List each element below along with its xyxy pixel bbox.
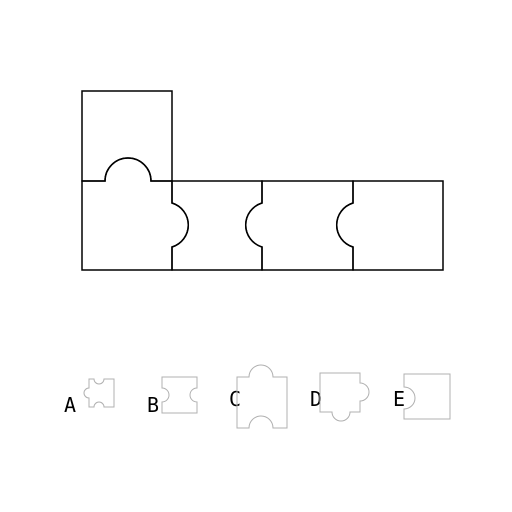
option-b-shape-icon xyxy=(161,376,198,414)
option-d[interactable]: D xyxy=(310,372,370,422)
option-a-shape-icon xyxy=(83,378,115,408)
puzzle-net xyxy=(81,90,444,271)
net-piece-top xyxy=(81,90,173,182)
net-piece-4 xyxy=(336,180,444,271)
net-piece-2 xyxy=(171,180,263,271)
option-b-label: B xyxy=(147,393,159,417)
option-a[interactable]: A xyxy=(64,378,115,417)
option-a-label: A xyxy=(64,393,76,417)
option-c-shape-icon xyxy=(236,364,288,429)
option-b[interactable]: B xyxy=(147,376,198,417)
option-e-label: E xyxy=(393,387,405,411)
option-e-shape-icon xyxy=(403,373,451,420)
option-d-label: D xyxy=(310,387,322,411)
answer-options: A B C D E xyxy=(64,364,451,429)
option-c[interactable]: C xyxy=(229,364,288,429)
option-d-shape-icon xyxy=(319,372,370,422)
option-c-label: C xyxy=(229,387,241,411)
option-e[interactable]: E xyxy=(393,373,451,420)
